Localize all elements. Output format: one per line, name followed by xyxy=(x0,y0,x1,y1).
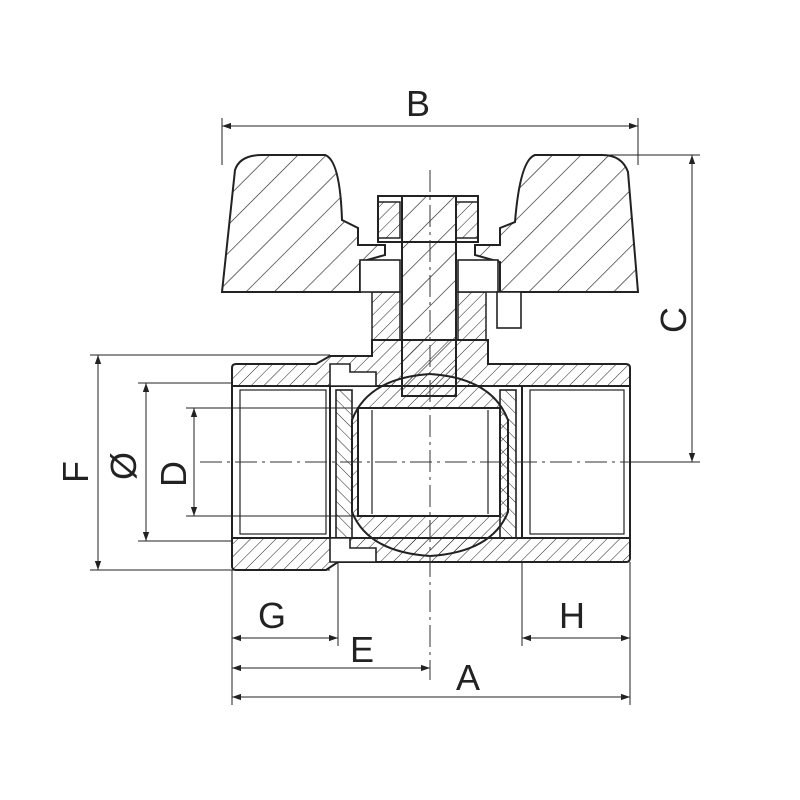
insert-nut-lower xyxy=(329,537,377,563)
handle-left-wing xyxy=(220,154,386,293)
center-lines xyxy=(200,170,660,680)
label-e: E xyxy=(350,629,374,670)
label-b: B xyxy=(406,83,430,124)
handle-right-wing xyxy=(474,154,640,293)
bonnet-left xyxy=(359,259,401,293)
butterfly-handle xyxy=(220,154,640,293)
label-a: A xyxy=(456,657,480,698)
bonnet-flange xyxy=(496,291,522,329)
label-d: D xyxy=(153,461,194,487)
stem-nut-left xyxy=(377,201,401,239)
insert-nut-upper xyxy=(329,363,377,387)
packing-right xyxy=(457,291,487,341)
label-h: H xyxy=(559,595,585,636)
label-f: F xyxy=(55,461,96,483)
packing-left xyxy=(371,291,401,341)
label-g: G xyxy=(258,595,286,636)
label-c: C xyxy=(653,307,694,333)
bonnet-right xyxy=(457,259,499,293)
stem-assembly xyxy=(359,195,522,397)
dimensions xyxy=(90,118,700,705)
stem-nut-right xyxy=(455,201,479,239)
dimension-labels: B C F Ø D G H E A xyxy=(55,83,694,698)
valve-body xyxy=(231,339,631,571)
label-diameter: Ø xyxy=(103,452,144,480)
